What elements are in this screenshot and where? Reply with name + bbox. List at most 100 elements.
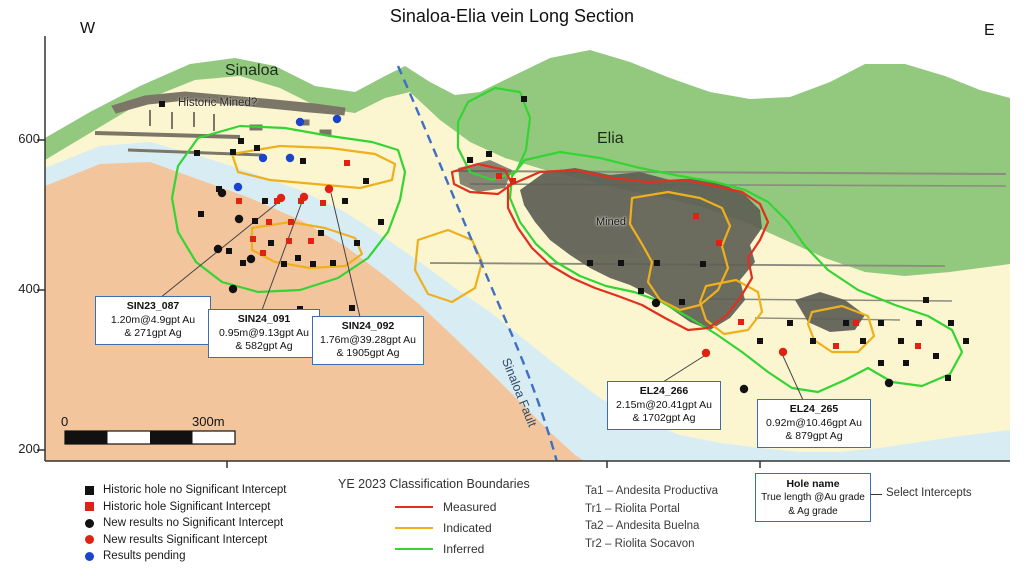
legend-item: Measured — [395, 496, 530, 517]
new_sig-marker — [324, 184, 334, 194]
historic_no_sig-marker — [252, 218, 258, 224]
callout-intercept: 1.76m@39.28gpt Au — [320, 333, 416, 346]
historic_no_sig-marker — [342, 198, 348, 204]
hole-name-key-box: Hole name True length @Au grade & Ag gra… — [755, 473, 871, 523]
rock-type: Tr2 – Riolita Socavon — [585, 537, 695, 550]
historic-mined-label: Historic Mined? — [178, 97, 258, 109]
legend-label: Inferred — [443, 541, 485, 556]
historic_no_sig-marker — [226, 248, 232, 254]
historic_no_sig-marker — [230, 149, 236, 155]
historic_sig-marker — [320, 200, 326, 206]
legend-label: Indicated — [443, 520, 492, 535]
callout-intercept: 2.15m@20.41gpt Au — [616, 398, 712, 411]
historic_no_sig-marker — [638, 288, 644, 294]
historic_no_sig-marker — [159, 101, 165, 107]
new_sig-marker — [299, 192, 309, 202]
new_no_sig-marker — [228, 284, 238, 294]
red-circle-icon — [85, 535, 94, 545]
classification-legend-title: YE 2023 Classification Boundaries — [338, 477, 530, 491]
historic_no_sig-marker — [318, 230, 324, 236]
rock-type: Ta1 – Andesita Productiva — [585, 485, 718, 497]
west-label: W — [80, 20, 96, 37]
historic_no_sig-marker — [521, 96, 527, 102]
figure-title: Sinaloa-Elia vein Long Section — [389, 6, 635, 26]
legend-label: New results no Significant Intercept — [103, 517, 284, 530]
callout-sin23-087: SIN23_087 1.20m@4.9gpt Au & 271gpt Ag — [95, 296, 211, 345]
historic_no_sig-marker — [945, 375, 951, 381]
historic_sig-marker — [716, 240, 722, 246]
historic_no_sig-marker — [349, 305, 355, 311]
callout-intercept: 0.95m@9.13gpt Au — [218, 326, 310, 339]
y-axis-tick-200: 200 — [18, 441, 40, 456]
historic_sig-marker — [833, 343, 839, 349]
callout-hole-id: SIN24_092 — [341, 320, 395, 332]
historic_sig-marker — [298, 198, 304, 204]
scale-bar-end-label: 300m — [192, 414, 225, 429]
historic_sig-marker — [266, 219, 272, 225]
new_sig-marker — [701, 348, 711, 358]
historic_sig-marker — [286, 238, 292, 244]
axes — [37, 36, 1010, 468]
historic_sig-marker — [308, 238, 314, 244]
historic_no_sig-marker — [587, 260, 593, 266]
callout-sin24-091: SIN24_091 0.95m@9.13gpt Au & 582gpt Ag — [208, 309, 320, 358]
historic_no_sig-marker — [354, 240, 360, 246]
historic_no_sig-marker — [310, 261, 316, 267]
historic_sig-marker — [260, 250, 266, 256]
pending-marker — [332, 114, 342, 124]
historic_no_sig-marker — [963, 338, 969, 344]
select-intercepts-label: Select Intercepts — [886, 487, 972, 499]
historic_no_sig-marker — [843, 320, 849, 326]
historic_sig-marker — [344, 160, 350, 166]
historic_no_sig-marker — [240, 260, 246, 266]
elia-area-label: Elia — [597, 130, 624, 147]
historic_no_sig-marker — [486, 151, 492, 157]
y-axis-tick-600: 600 — [18, 131, 40, 146]
pending-marker — [285, 153, 295, 163]
historic_no_sig-marker — [916, 320, 922, 326]
rock-type-list: Ta1 – Andesita Productiva Tr1 – Riolita … — [585, 483, 718, 553]
callout-intercept: 1.20m@4.9gpt Au — [110, 313, 196, 326]
callout-silver: & 1702gpt Ag — [632, 412, 696, 425]
legend-item: Historic hole Significant Intercept — [85, 499, 286, 516]
historic_sig-marker — [738, 319, 744, 325]
new_no_sig-marker — [651, 298, 661, 308]
historic_no_sig-marker — [262, 198, 268, 204]
historic_no_sig-marker — [878, 360, 884, 366]
historic_no_sig-marker — [757, 338, 763, 344]
legend-label: Historic hole no Significant Intercept — [103, 484, 287, 497]
callout-hole-id: EL24_265 — [789, 403, 839, 415]
legend-item: New results no Significant Intercept — [85, 515, 286, 532]
legend-item: Indicated — [395, 517, 530, 538]
callout-el24-266: EL24_266 2.15m@20.41gpt Au & 1702gpt Ag — [607, 381, 721, 430]
geology-layers — [45, 50, 1010, 461]
callout-hole-id: SIN23_087 — [126, 300, 180, 312]
historic_no_sig-marker — [700, 261, 706, 267]
historic_sig-marker — [853, 320, 859, 326]
callout-silver: & 879gpt Ag — [785, 430, 843, 443]
drillhole-markers — [159, 96, 969, 394]
indicated-line-icon — [395, 526, 433, 529]
rock-type: Tr1 – Riolita Portal — [585, 502, 680, 515]
legend-label: Results pending — [103, 550, 186, 563]
callout-silver: & 1905gpt Ag — [336, 347, 400, 360]
legend-item: New results Significant Intercept — [85, 532, 286, 549]
mined-area-label: Mined — [596, 216, 626, 228]
hole-name-key-line: True length @Au grade — [761, 492, 865, 504]
measured-boundaries — [450, 162, 770, 332]
inferred-line-icon — [395, 547, 433, 550]
historic_no_sig-marker — [679, 299, 685, 305]
historic_sig-marker — [288, 219, 294, 225]
marker-legend: Historic hole no Significant Intercept H… — [85, 482, 286, 565]
historic_no_sig-marker — [295, 255, 301, 261]
legend-item: Inferred — [395, 538, 530, 559]
historic_no_sig-marker — [618, 260, 624, 266]
new_sig-marker — [778, 347, 788, 357]
new_no_sig-marker — [234, 214, 244, 224]
historic_sig-marker — [236, 198, 242, 204]
legend-item: Results pending — [85, 548, 286, 565]
scale-bar-start-label: 0 — [61, 414, 69, 429]
callout-intercept: 0.92m@10.46gpt Au — [766, 416, 862, 429]
